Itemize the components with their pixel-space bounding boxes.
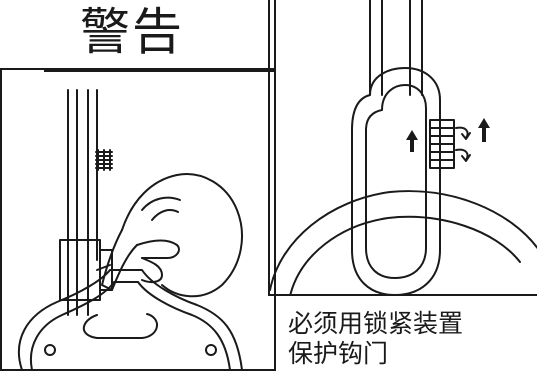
up-arrow-right: [478, 118, 490, 142]
carabiner-lock-illustration: [270, 0, 537, 294]
caption-line-2: 保护钩门: [288, 339, 389, 368]
load-ring-outer: [270, 190, 537, 291]
base-loop: [82, 313, 158, 339]
hand: [121, 173, 243, 298]
right-illustration-panel: [268, 0, 537, 296]
clamp-block: [59, 239, 101, 301]
left-illustration-panel: [0, 68, 276, 371]
up-arrow-left: [406, 130, 418, 152]
carabiner-inner: [365, 84, 427, 279]
base-bracket-inner: [29, 281, 231, 369]
base-bracket: [17, 269, 243, 369]
rotate-arrow-top: [455, 126, 469, 139]
warning-title: 警告: [80, 3, 184, 61]
load-ring-inner: [289, 215, 521, 294]
rotate-arrow-bottom: [455, 148, 469, 161]
rivet-left: [44, 344, 56, 356]
caption-line-1: 必须用锁紧装置: [288, 309, 464, 338]
rivet-right: [205, 344, 217, 356]
title-box: [44, 0, 276, 72]
hand-locking-illustration: [17, 89, 243, 369]
carabiner-outer: [351, 67, 441, 294]
